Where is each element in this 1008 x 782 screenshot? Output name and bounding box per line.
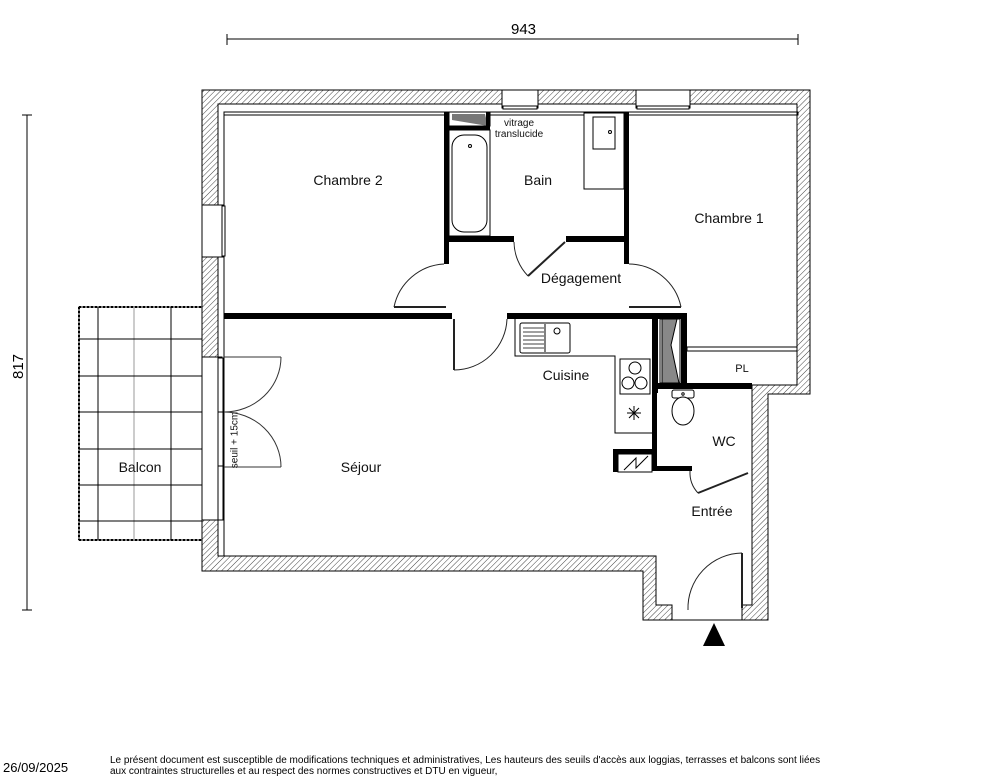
footer-disclaimer-line1: Le présent document est susceptible de m… [110,755,821,766]
window-chambre2[interactable] [201,204,226,258]
window-sejour[interactable] [201,356,224,521]
footer-disclaimer-line2: aux contraintes structurelles et au resp… [110,766,498,777]
room-label-balcon: Balcon [118,459,162,475]
width-dimension-label: 943 [511,21,537,38]
entry-arrow-icon [703,623,725,646]
room-label-chambre-1: Chambre 1 [694,210,764,226]
annotation-vitrage-line2: translucide [494,129,544,140]
water-heater [617,453,653,473]
cooktop [619,358,651,395]
annotation-vitrage-translucide: vitrage translucide [495,118,543,140]
doors[interactable] [393,241,749,611]
room-label-bain: Bain [523,172,553,188]
footer-date: 26/09/2025 [3,760,69,775]
room-label-chambre-2: Chambre 2 [313,172,383,188]
bath-duct [448,111,491,130]
exterior-walls [201,89,811,621]
fridge-icon [627,406,641,420]
pl-closet[interactable] [686,346,798,352]
window-chambre1[interactable] [635,89,691,110]
interior-walls [224,112,752,472]
interior-lining [223,111,797,556]
sejour-door-swing [223,356,282,468]
bath-vanity [583,112,625,190]
kitchen-counter [514,319,652,434]
room-label-pl: PL [735,363,749,375]
room-label-cuisine: Cuisine [542,367,590,383]
room-label-wc: WC [712,433,736,449]
toilet [671,389,695,426]
height-dimension-line [22,114,32,611]
window-bain[interactable] [501,89,539,110]
room-label-sejour: Séjour [340,459,382,475]
room-label-entree: Entrée [691,503,733,519]
annotation-seuil: seuil + 15cm [229,411,241,469]
room-label-degagement: Dégagement [540,270,622,286]
annotation-vitrage-line1: vitrage [503,118,535,129]
bathtub [448,129,491,237]
height-dimension-label: 817 [10,353,28,380]
footer-disclaimer: Le présent document est susceptible de m… [110,755,890,777]
balcony [78,306,203,541]
width-dimension-line [226,34,799,45]
